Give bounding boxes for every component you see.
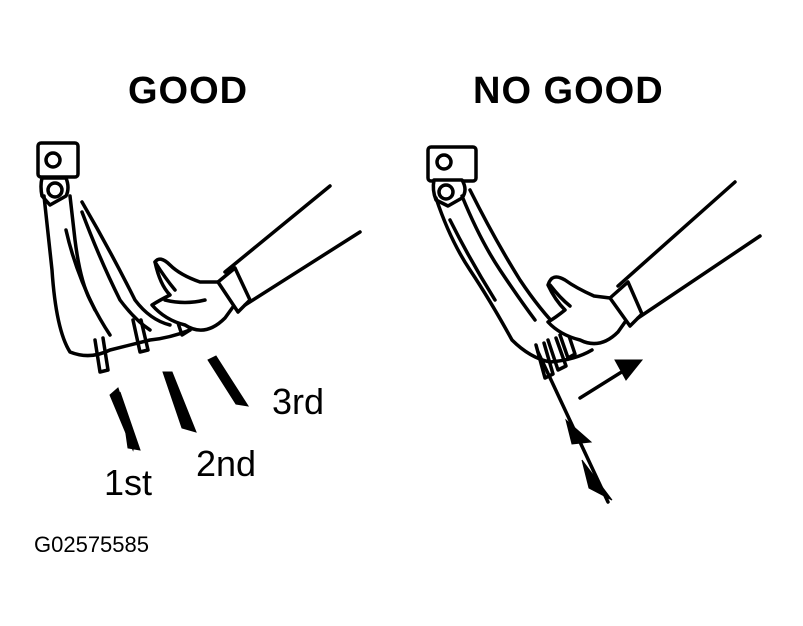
sleeve-bottom-right [636, 234, 762, 320]
arm-outline-left [42, 194, 192, 358]
good-illustration [36, 141, 362, 452]
arrow-3rd [207, 355, 250, 407]
arm-outline-right [434, 196, 594, 364]
bracket-left [36, 141, 80, 207]
sleeve-top-left [223, 184, 332, 274]
hand-left [150, 184, 362, 332]
label-2nd: 2nd [196, 443, 257, 484]
sleeve-top-right [616, 180, 737, 288]
no-good-illustration [426, 145, 762, 504]
tip-1st [93, 336, 110, 374]
no-good-heading: NO GOOD [473, 70, 664, 112]
sleeve-bottom-left [243, 230, 362, 307]
arrow-lower [581, 459, 613, 501]
figure-code: G02575585 [34, 532, 149, 557]
arrow-2nd [162, 371, 197, 433]
push-arrow-shaft [578, 366, 630, 400]
label-1st: 1st [104, 462, 153, 503]
arrow-upper [565, 418, 593, 445]
good-heading: GOOD [128, 70, 249, 112]
label-3rd: 3rd [272, 381, 325, 422]
tip-2nd [131, 318, 150, 354]
bracket-right [426, 145, 478, 208]
push-arrow-head [614, 359, 644, 381]
hand-right [546, 180, 762, 346]
